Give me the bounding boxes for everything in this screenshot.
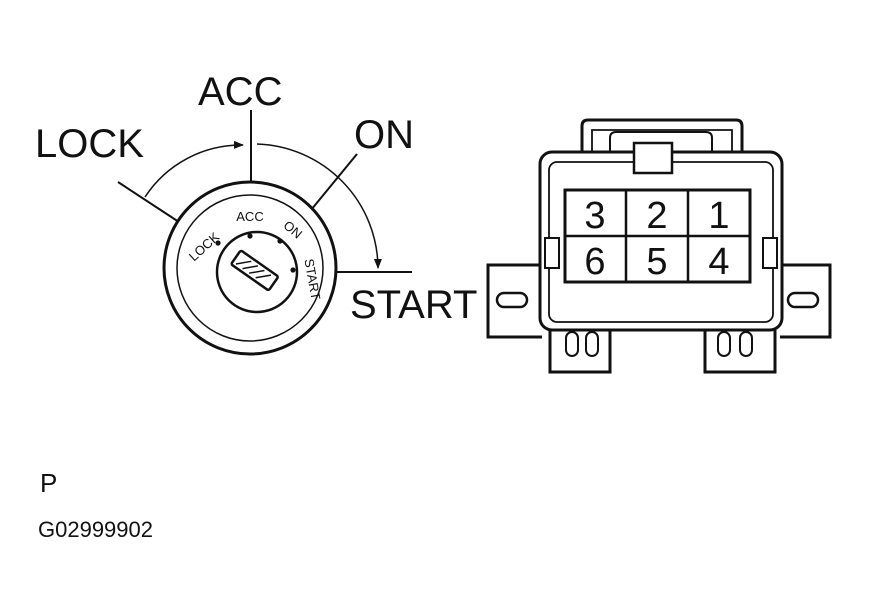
right-mount-tab xyxy=(780,263,832,339)
connector-latch xyxy=(580,118,744,152)
connector-label: P xyxy=(40,468,57,498)
switch-inner-ring xyxy=(176,194,324,342)
on-pointer-line xyxy=(310,153,358,211)
left-foot-slot-2 xyxy=(585,331,599,357)
ignition-key-switch: LOCK ACC ON START LOCK ACC ON START xyxy=(35,70,477,356)
pin-1: 1 xyxy=(708,195,729,237)
lock-detent-dot xyxy=(215,240,221,246)
label-lock: LOCK xyxy=(35,122,144,166)
left-ridge xyxy=(544,237,560,269)
face-label-start: START xyxy=(301,258,323,301)
right-foot-slot-1 xyxy=(717,331,731,357)
connector-p: 3 2 1 6 5 4 xyxy=(486,118,832,374)
figure-code: G02999902 xyxy=(38,517,153,542)
start-detent-dot xyxy=(290,267,296,273)
lock-pointer-line xyxy=(117,181,183,225)
right-ridge xyxy=(762,237,778,269)
face-label-acc: ACC xyxy=(236,209,263,224)
key-slot xyxy=(230,249,279,292)
label-on: ON xyxy=(354,113,414,157)
label-acc: ACC xyxy=(198,70,282,114)
connector-latch-inner xyxy=(591,129,733,152)
label-start: START xyxy=(350,283,477,327)
pin-5: 5 xyxy=(646,241,667,283)
left-mount-hole xyxy=(495,291,529,309)
latch-arm xyxy=(609,131,713,152)
arc-lock-to-acc xyxy=(144,140,244,198)
arc-acc-to-start xyxy=(256,143,382,269)
pin-2: 2 xyxy=(646,195,667,237)
right-mount-hole xyxy=(786,291,820,309)
left-foot-slot-1 xyxy=(565,331,579,357)
on-detent-dot xyxy=(277,238,283,244)
acc-detent-dot xyxy=(247,233,253,239)
connector-left-foot xyxy=(548,330,612,374)
latch-lock-window xyxy=(632,141,674,175)
pin-6: 6 xyxy=(584,241,605,283)
pin-4: 4 xyxy=(708,241,729,283)
left-mount-tab xyxy=(486,263,542,339)
pin-3: 3 xyxy=(584,195,605,237)
connector-right-foot xyxy=(703,330,777,374)
right-foot-slot-2 xyxy=(739,331,753,357)
